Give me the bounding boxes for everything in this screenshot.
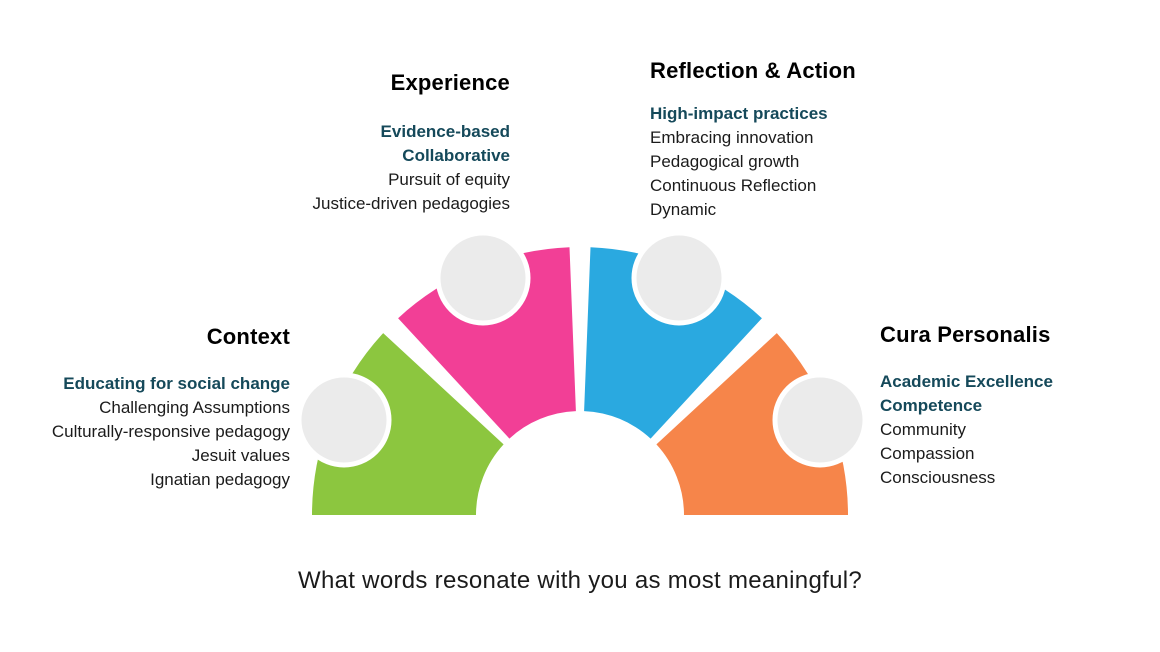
experience-node-circle: [435, 230, 531, 326]
detail-line: Jesuit values: [191, 446, 290, 465]
emphasis-line: Educating for social change: [63, 374, 290, 393]
reflection-node-circle: [631, 230, 727, 326]
section-context: Context Educating for social change Chal…: [52, 324, 290, 492]
detail-line: Continuous Reflection: [650, 176, 817, 195]
context-node-circle: [296, 372, 392, 468]
cura-node-circle: [772, 372, 868, 468]
detail-line: Compassion: [880, 444, 975, 463]
section-title-cura-personalis: Cura Personalis: [880, 322, 1051, 347]
section-cura-personalis: Cura Personalis Academic Excellence Comp…: [880, 322, 1053, 490]
question-text: What words resonate with you as most mea…: [298, 567, 862, 594]
section-title-experience: Experience: [390, 70, 510, 95]
detail-line: Justice-driven pedagogies: [312, 194, 510, 213]
section-experience: Experience Evidence-based Collaborative …: [312, 70, 510, 216]
emphasis-line: High-impact practices: [650, 104, 828, 123]
emphasis-line: Collaborative: [402, 146, 510, 165]
detail-line: Culturally-responsive pedagogy: [51, 422, 290, 441]
detail-line: Pedagogical growth: [650, 152, 800, 171]
detail-line: Consciousness: [880, 468, 996, 487]
section-reflection-action: Reflection & Action High-impact practice…: [650, 58, 856, 222]
emphasis-line: Competence: [880, 396, 983, 415]
section-title-context: Context: [206, 324, 290, 349]
detail-line: Challenging Assumptions: [99, 398, 290, 417]
emphasis-line: Evidence-based: [380, 122, 510, 141]
detail-line: Community: [880, 420, 966, 439]
detail-line: Pursuit of equity: [388, 170, 510, 189]
detail-line: Ignatian pedagogy: [150, 470, 290, 489]
section-title-reflection-action: Reflection & Action: [650, 58, 856, 83]
emphasis-line: Academic Excellence: [880, 372, 1053, 391]
detail-line: Embracing innovation: [650, 128, 814, 147]
detail-line: Dynamic: [650, 200, 717, 219]
